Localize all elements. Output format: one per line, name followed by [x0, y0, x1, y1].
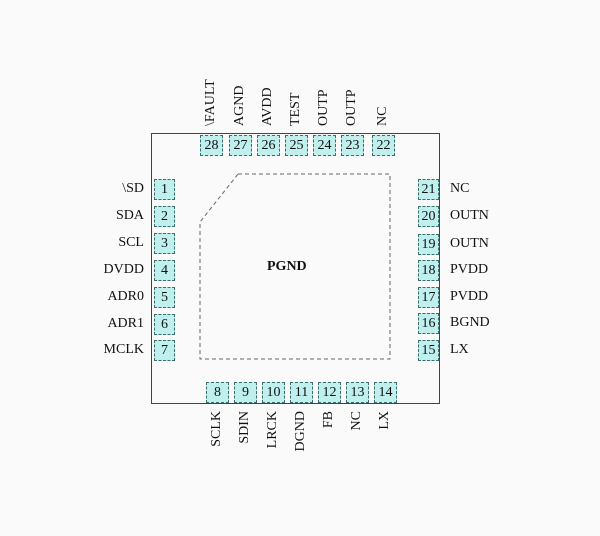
- pin-label-24: OUTP: [316, 89, 331, 126]
- pin-24: 24: [313, 135, 336, 156]
- pin-label-14: LX: [377, 411, 392, 430]
- center-pad-label: PGND: [267, 259, 307, 274]
- pin-1: 1: [154, 179, 175, 200]
- pin-label-7: MCLK: [103, 342, 144, 357]
- pin-12: 12: [318, 382, 341, 403]
- pin-label-23: OUTP: [344, 89, 359, 126]
- pin-label-10: LRCK: [265, 411, 280, 449]
- pin-27: 27: [229, 135, 252, 156]
- pin-label-22: NC: [375, 106, 390, 126]
- pin-label-3: SCL: [118, 235, 144, 250]
- pin-7: 7: [154, 340, 175, 361]
- pin-8: 8: [206, 382, 229, 403]
- pin-label-8: SCLK: [209, 411, 224, 447]
- pin-19: 19: [418, 234, 439, 255]
- pin-label-13: NC: [349, 411, 364, 431]
- pin-25: 25: [285, 135, 308, 156]
- pin-label-27: AGND: [232, 85, 247, 126]
- pin-label-6: ADR1: [107, 316, 144, 331]
- pin-label-2: SDA: [115, 208, 144, 223]
- pin-22: 22: [372, 135, 395, 156]
- pin-2: 2: [154, 206, 175, 227]
- pin-4: 4: [154, 260, 175, 281]
- pin-label-9: SDIN: [237, 411, 252, 444]
- pin-5: 5: [154, 287, 175, 308]
- pin-26: 26: [257, 135, 280, 156]
- pin-18: 18: [418, 260, 439, 281]
- pin-21: 21: [418, 179, 439, 200]
- pin-17: 17: [418, 287, 439, 308]
- pin-16: 16: [418, 313, 439, 334]
- pin-3: 3: [154, 233, 175, 254]
- pin-20: 20: [418, 206, 439, 227]
- pin-label-26: AVDD: [260, 87, 275, 126]
- pin-label-5: ADR0: [107, 289, 144, 304]
- pin-28: 28: [200, 135, 223, 156]
- pin-label-17: PVDD: [450, 289, 489, 304]
- pin-label-4: DVDD: [103, 262, 144, 277]
- pin-label-15: LX: [450, 342, 469, 357]
- pin-13: 13: [346, 382, 369, 403]
- pin-label-21: NC: [450, 181, 470, 196]
- pin-14: 14: [374, 382, 397, 403]
- pin-label-12: FB: [321, 411, 336, 429]
- pin-23: 23: [341, 135, 364, 156]
- pin-label-25: TEST: [288, 92, 303, 126]
- pin-label-19: OUTN: [450, 236, 489, 251]
- pin-label-16: BGND: [450, 315, 490, 330]
- pin-label-20: OUTN: [450, 208, 489, 223]
- pin-10: 10: [262, 382, 285, 403]
- pin-label-11: DGND: [293, 411, 308, 452]
- pin-6: 6: [154, 314, 175, 335]
- pin-label-1: \SD: [122, 181, 144, 196]
- pin-label-28: \FAULT: [203, 79, 218, 126]
- pin-9: 9: [234, 382, 257, 403]
- pin-15: 15: [418, 340, 439, 361]
- pin-label-18: PVDD: [450, 262, 489, 277]
- pin-11: 11: [290, 382, 313, 403]
